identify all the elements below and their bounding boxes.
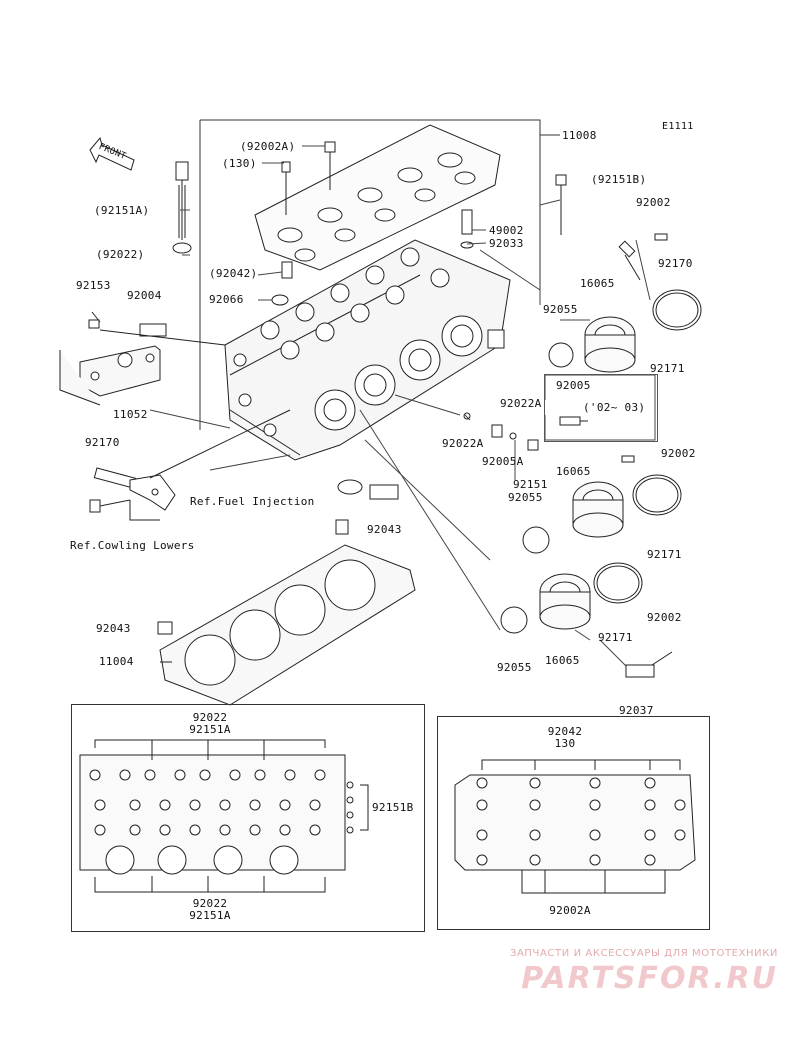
callout-92005: 92005 bbox=[556, 379, 591, 392]
callout-92002-low: 92002 bbox=[647, 611, 682, 624]
inset-left-top-2: 92151A bbox=[189, 723, 231, 736]
callout-11004: 11004 bbox=[99, 655, 134, 668]
callout-92055-b: 92055 bbox=[508, 491, 543, 504]
callout-92043-a: 92043 bbox=[367, 523, 402, 536]
callout-92151B: (92151B) bbox=[591, 173, 647, 186]
inset-right-box bbox=[437, 716, 710, 930]
bolts bbox=[88, 141, 567, 337]
holders-16065 bbox=[539, 316, 636, 630]
callout-92033: 92033 bbox=[489, 237, 524, 250]
callout-92022A-a: 92022A bbox=[500, 397, 542, 410]
callout-92042: (92042) bbox=[209, 267, 258, 280]
inset-left-bottom-1: 92022 bbox=[192, 897, 228, 910]
callout-92171-c: 92171 bbox=[598, 631, 633, 644]
callout-02-03: ('02~ 03) bbox=[583, 401, 646, 414]
inset-left-top-1: 92022 bbox=[192, 711, 228, 724]
callout-92004: 92004 bbox=[127, 289, 162, 302]
small-parts bbox=[157, 233, 673, 678]
inset-left-side: 92151B bbox=[372, 801, 414, 814]
callout-16065-a: 16065 bbox=[580, 277, 615, 290]
callout-92171-b: 92171 bbox=[647, 548, 682, 561]
callout-92022A-b: 92022A bbox=[442, 437, 484, 450]
inset-right-bottom: 92002A bbox=[549, 904, 591, 917]
clamps-92171 bbox=[593, 289, 702, 604]
bracket-11052 bbox=[59, 329, 226, 406]
ref-fuel-injection: Ref.Fuel Injection bbox=[190, 495, 315, 508]
front-arrow-icon bbox=[89, 136, 135, 171]
callout-92055-c: 92055 bbox=[497, 661, 532, 674]
callout-92002A: (92002A) bbox=[240, 140, 296, 153]
callout-11052: 11052 bbox=[113, 408, 148, 421]
inset-left-bottom-2: 92151A bbox=[189, 909, 231, 922]
ref-cowling-lowers: Ref.Cowling Lowers bbox=[70, 539, 195, 552]
callout-92171-a: 92171 bbox=[650, 362, 685, 375]
callout-92037: 92037 bbox=[619, 704, 654, 717]
camshaft-holder bbox=[254, 124, 501, 271]
group-bracket-lines bbox=[199, 119, 560, 430]
diagram-code: E1111 bbox=[662, 121, 694, 132]
inset-right-top-1: 92042 bbox=[547, 725, 583, 738]
inset-right-top-2: 130 bbox=[554, 737, 576, 750]
callout-92022: (92022) bbox=[96, 248, 145, 261]
inset-right-drawing bbox=[454, 759, 696, 894]
watermark: ЗАПЧАСТИ И АКСЕССУАРЫ ДЛЯ МОТОТЕХНИКИ PA… bbox=[510, 948, 778, 996]
callout-92055-a: 92055 bbox=[543, 303, 578, 316]
watermark-logo: PARTSFOR.RU bbox=[521, 961, 778, 996]
callout-11008: 11008 bbox=[562, 129, 597, 142]
leader-lines bbox=[149, 145, 656, 671]
bracket-92170-left bbox=[89, 409, 291, 521]
callout-92002-top: 92002 bbox=[636, 196, 671, 209]
callout-92170-left: 92170 bbox=[85, 436, 120, 449]
callout-92170-right: 92170 bbox=[658, 257, 693, 270]
o-rings bbox=[463, 342, 574, 634]
callout-92002-mid: 92002 bbox=[661, 447, 696, 460]
callout-92151A: (92151A) bbox=[94, 204, 150, 217]
callout-92066: 92066 bbox=[209, 293, 244, 306]
callout-92153: 92153 bbox=[76, 279, 111, 292]
callout-92043-b: 92043 bbox=[96, 622, 131, 635]
head-gasket bbox=[159, 544, 416, 706]
watermark-tagline: ЗАПЧАСТИ И АКСЕССУАРЫ ДЛЯ МОТОТЕХНИКИ bbox=[509, 948, 778, 959]
callout-16065-c: 16065 bbox=[545, 654, 580, 667]
inset-left-drawing bbox=[79, 739, 369, 893]
cylinder-head bbox=[224, 239, 511, 461]
callout-92151: 92151 bbox=[513, 478, 548, 491]
callout-49002: 49002 bbox=[489, 224, 524, 237]
callout-92005A: 92005A bbox=[482, 455, 524, 468]
callout-16065-b: 16065 bbox=[556, 465, 591, 478]
inset-left-box bbox=[71, 704, 425, 932]
era-box bbox=[544, 374, 658, 442]
callout-130: (130) bbox=[222, 157, 257, 170]
